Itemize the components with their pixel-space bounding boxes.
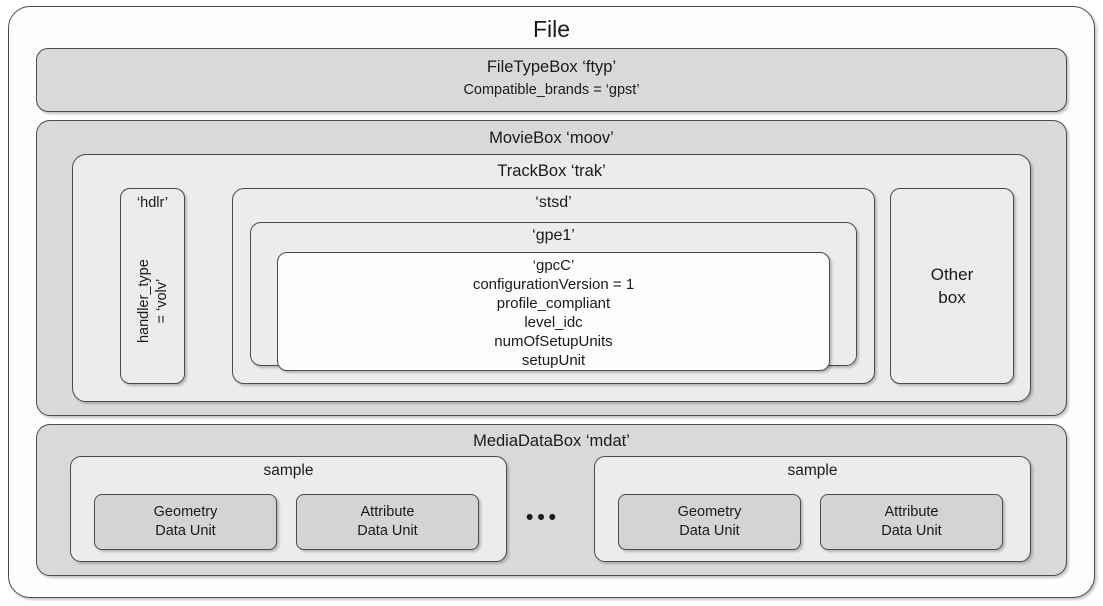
stsd-title: ‘stsd’: [535, 194, 572, 211]
sample-ellipsis: •••: [525, 506, 561, 529]
attribute-data-unit-line2: Data Unit: [357, 523, 418, 539]
decoderconfigbox-gpcc: ‘gpcC’ configurationVersion = 1 profile_…: [277, 252, 830, 371]
attribute-data-unit: Attribute Data Unit: [820, 494, 1003, 550]
geometry-data-unit: Geometry Data Unit: [618, 494, 801, 550]
gpcc-title: ‘gpcC’: [532, 257, 575, 274]
other-box-line1: Other: [930, 265, 974, 284]
gpcc-field-configurationversion: configurationVersion = 1: [472, 276, 635, 293]
gpcc-field-numofsetupunits: numOfSetupUnits: [494, 333, 613, 350]
trak-title: TrackBox ‘trak’: [497, 162, 606, 180]
hdlr-handler-type-line1: handler_type: [135, 259, 152, 343]
other-box-text: Other box: [891, 263, 1013, 309]
hdlr-rotated-text-wrapper: handler_type = ‘volv’: [121, 225, 184, 377]
gpcc-field-setupunit: setupUnit: [521, 352, 586, 369]
attribute-data-unit-text: Attribute Data Unit: [297, 503, 478, 541]
filetypebox-ftyp: FileTypeBox ‘ftyp’ Compatible_brands = ‘…: [36, 48, 1067, 112]
ftyp-compatible-brands: Compatible_brands = ‘gpst’: [463, 82, 640, 98]
attribute-data-unit-line1: Attribute: [884, 504, 939, 520]
attribute-data-unit-line2: Data Unit: [881, 523, 942, 539]
other-box: Other box: [890, 188, 1014, 384]
file-title: File: [532, 16, 571, 42]
attribute-data-unit: Attribute Data Unit: [296, 494, 479, 550]
hdlr-handler-type-text: handler_type = ‘volv’: [134, 259, 170, 343]
moov-title: MovieBox ‘moov’: [489, 129, 614, 147]
gpcc-content: ‘gpcC’ configurationVersion = 1 profile_…: [278, 256, 829, 370]
geometry-data-unit-line1: Geometry: [153, 504, 218, 520]
handlerbox-hdlr: ‘hdlr’ handler_type = ‘volv’: [120, 188, 185, 384]
gpe1-title: ‘gpe1’: [532, 227, 575, 244]
mdat-title: MediaDataBox ‘mdat’: [473, 432, 630, 450]
geometry-data-unit-text: Geometry Data Unit: [95, 503, 276, 541]
gpcc-field-level-idc: level_idc: [524, 314, 583, 331]
geometry-data-unit-line1: Geometry: [677, 504, 742, 520]
sample-title: sample: [787, 462, 838, 479]
geometry-data-unit-line2: Data Unit: [679, 523, 740, 539]
hdlr-handler-type-line2: = ‘volv’: [153, 278, 170, 324]
sample-title: sample: [263, 462, 314, 479]
geometry-data-unit-line2: Data Unit: [155, 523, 216, 539]
hdlr-title: ‘hdlr’: [136, 195, 169, 211]
geometry-data-unit-text: Geometry Data Unit: [619, 503, 800, 541]
other-box-line2: box: [938, 288, 966, 307]
geometry-data-unit: Geometry Data Unit: [94, 494, 277, 550]
attribute-data-unit-text: Attribute Data Unit: [821, 503, 1002, 541]
gpcc-field-profile-compliant: profile_compliant: [496, 295, 611, 312]
attribute-data-unit-line1: Attribute: [360, 504, 415, 520]
ftyp-title: FileTypeBox ‘ftyp’: [486, 58, 617, 76]
